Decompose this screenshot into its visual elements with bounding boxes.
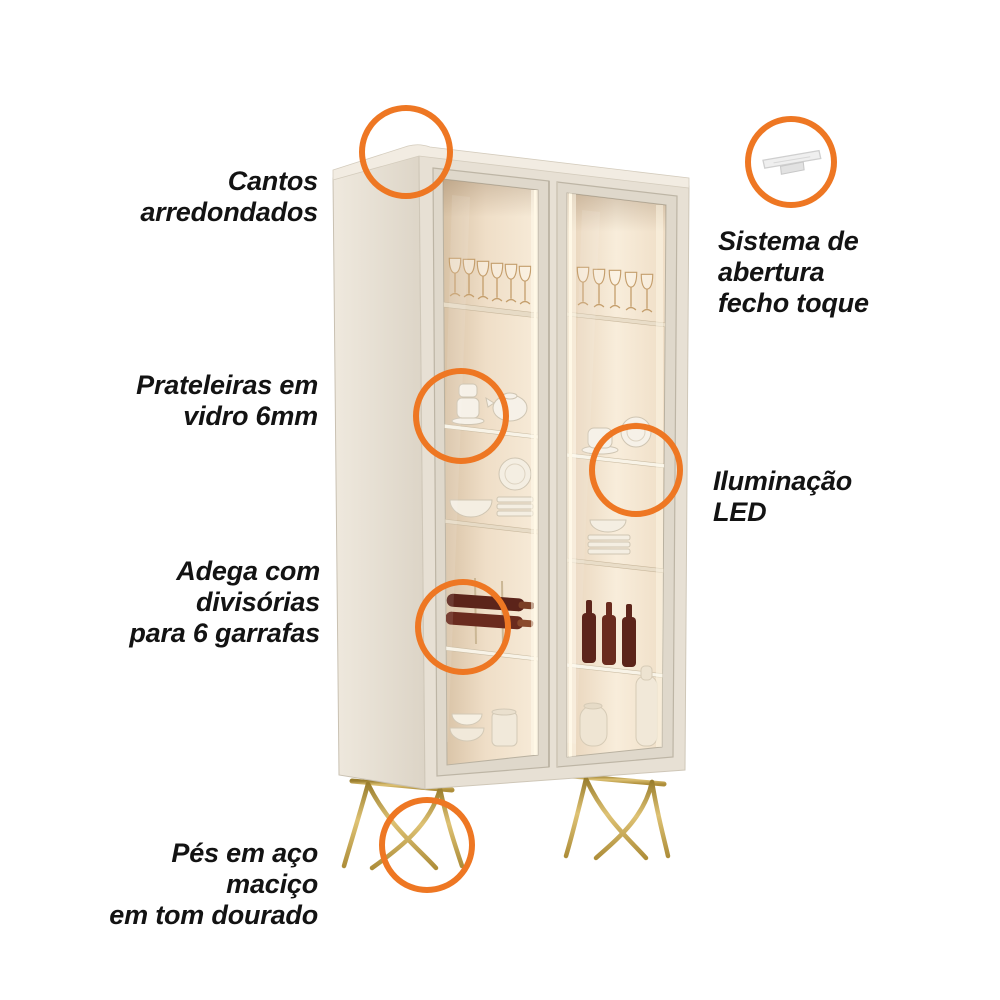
standing-bottles — [582, 600, 636, 667]
label-golden-feet: Pés em aço maciço em tom dourado — [100, 838, 318, 931]
bottom-pottery-left — [449, 708, 518, 747]
label-line: em tom dourado — [109, 900, 318, 930]
label-line: Adega com divisórias — [176, 556, 320, 617]
label-line: Cantos — [227, 166, 319, 196]
label-line: Prateleiras em — [136, 370, 318, 400]
label-line: Pés em aço maciço — [171, 838, 318, 899]
right-door-interior — [567, 193, 666, 757]
plates-stack-right — [587, 519, 631, 555]
highlight-circle-glass-shelves — [413, 368, 509, 464]
highlight-circle-led — [589, 423, 683, 517]
label-glass-shelves: Prateleiras em vidro 6mm — [110, 370, 318, 432]
highlight-circle-rounded-corners — [359, 105, 453, 199]
highlight-circle-feet — [379, 797, 475, 893]
label-line: Sistema de abertura — [718, 226, 859, 287]
bowls-and-plates — [449, 457, 534, 518]
highlight-circle-touch-opening — [745, 116, 837, 208]
label-line: fecho toque — [718, 288, 869, 318]
label-rounded-corners: Cantos arredondados — [110, 166, 318, 228]
label-line: para 6 garrafas — [129, 618, 320, 648]
touch-latch-icon — [762, 149, 822, 175]
label-line: LED — [713, 497, 767, 527]
highlight-circle-wine-rack — [415, 579, 511, 675]
label-line: vidro 6mm — [183, 401, 318, 431]
label-led-lighting: Iluminação LED — [713, 466, 913, 528]
label-wine-rack: Adega com divisórias para 6 garrafas — [100, 556, 320, 649]
label-line: Iluminação — [713, 466, 853, 496]
label-touch-opening: Sistema de abertura fecho toque — [718, 226, 968, 319]
vases — [579, 665, 658, 747]
label-line: arredondados — [140, 197, 318, 227]
